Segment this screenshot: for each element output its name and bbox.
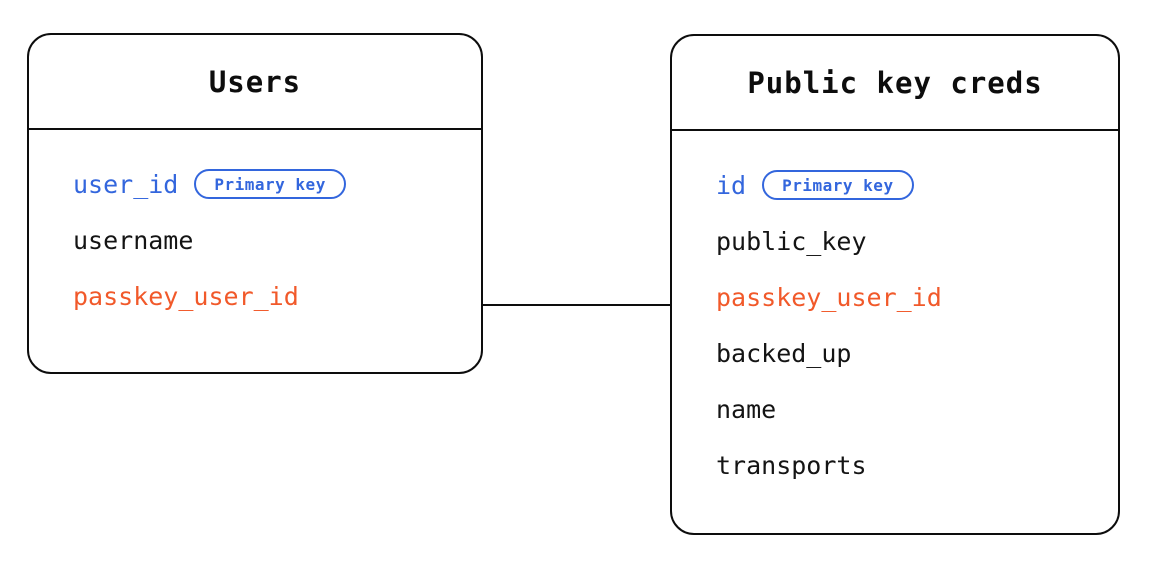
entity-header-divider: [670, 129, 1120, 131]
entity-table-public-key-creds[interactable]: Public key creds id Primary key public_k…: [670, 34, 1120, 535]
field-name-name: name: [716, 394, 777, 424]
field-name-backed-up: backed_up: [716, 338, 852, 368]
field-name-transports: transports: [716, 450, 867, 480]
field-name-passkey-user-id: passkey_user_id: [716, 282, 942, 312]
field-row-username[interactable]: username: [29, 212, 481, 268]
field-name-username: username: [73, 225, 194, 255]
field-row-name[interactable]: name: [672, 381, 1118, 437]
field-row-passkey-user-id[interactable]: passkey_user_id: [29, 268, 481, 324]
entity-header-public-key-creds: Public key creds: [672, 36, 1118, 129]
entity-table-users[interactable]: Users user_id Primary key username passk…: [27, 33, 483, 374]
field-list-public-key-creds: id Primary key public_key passkey_user_i…: [672, 129, 1118, 533]
field-row-id[interactable]: id Primary key: [672, 157, 1118, 213]
entity-title-public-key-creds: Public key creds: [747, 65, 1043, 100]
field-name-id: id: [716, 170, 747, 200]
field-list-users: user_id Primary key username passkey_use…: [29, 128, 481, 372]
primary-key-badge: Primary key: [762, 170, 914, 200]
field-name-public-key: public_key: [716, 226, 867, 256]
field-row-passkey-user-id[interactable]: passkey_user_id: [672, 269, 1118, 325]
entity-header-users: Users: [29, 35, 481, 128]
primary-key-badge: Primary key: [194, 169, 346, 199]
field-name-passkey-user-id: passkey_user_id: [73, 281, 299, 311]
entity-title-users: Users: [208, 64, 302, 99]
field-row-user-id[interactable]: user_id Primary key: [29, 156, 481, 212]
entity-header-divider: [27, 128, 483, 130]
field-row-public-key[interactable]: public_key: [672, 213, 1118, 269]
field-name-user-id: user_id: [73, 169, 179, 199]
relationship-connector-users-to-public-key-creds[interactable]: [481, 304, 672, 306]
field-row-backed-up[interactable]: backed_up: [672, 325, 1118, 381]
field-row-transports[interactable]: transports: [672, 437, 1118, 493]
